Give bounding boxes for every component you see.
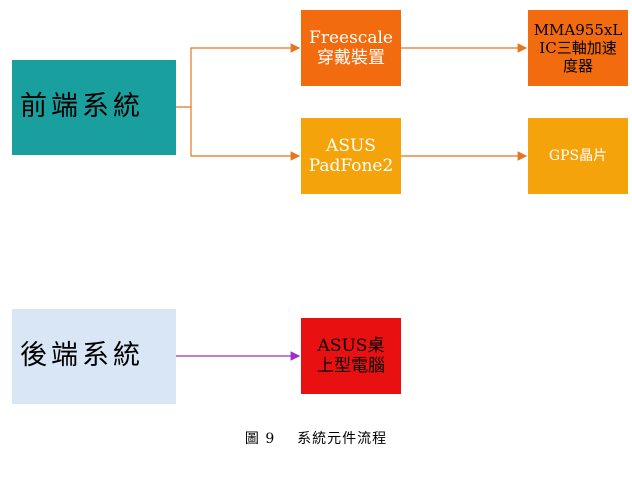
node-freescale: Freescale 穿戴裝置: [301, 10, 401, 86]
node-mma955xl-line3: 度器: [562, 57, 593, 75]
node-mma955xl-line1: MMA955xL: [533, 21, 623, 39]
arrow-front-to-padfone: [190, 107, 301, 161]
node-asus-padfone: ASUS PadFone2: [301, 118, 401, 194]
node-back-end: 後端系統: [12, 309, 176, 404]
arrow-front-to-freescale: [176, 43, 301, 108]
node-asus-desktop-line1: ASUS桌: [317, 335, 385, 356]
node-asus-desktop-line2: 上型電腦: [317, 356, 385, 376]
node-gps-label: GPS晶片: [548, 147, 608, 164]
node-mma955xl: MMA955xL IC三軸加速 度器: [528, 10, 628, 86]
node-asus-desktop: ASUS桌 上型電腦: [301, 318, 401, 394]
node-freescale-line1: Freescale: [309, 27, 393, 48]
node-freescale-line2: 穿戴裝置: [317, 48, 385, 68]
figure-caption: 圖 9 系統元件流程: [244, 431, 388, 447]
node-back-end-label: 後端系統: [20, 340, 144, 372]
node-asus-padfone-line2: PadFone2: [308, 156, 394, 176]
node-front-end: 前端系統: [12, 60, 176, 155]
node-front-end-label: 前端系統: [20, 91, 144, 123]
node-mma955xl-line2: IC三軸加速: [539, 39, 617, 57]
node-gps: GPS晶片: [528, 118, 628, 194]
node-asus-padfone-line1: ASUS: [326, 135, 376, 156]
